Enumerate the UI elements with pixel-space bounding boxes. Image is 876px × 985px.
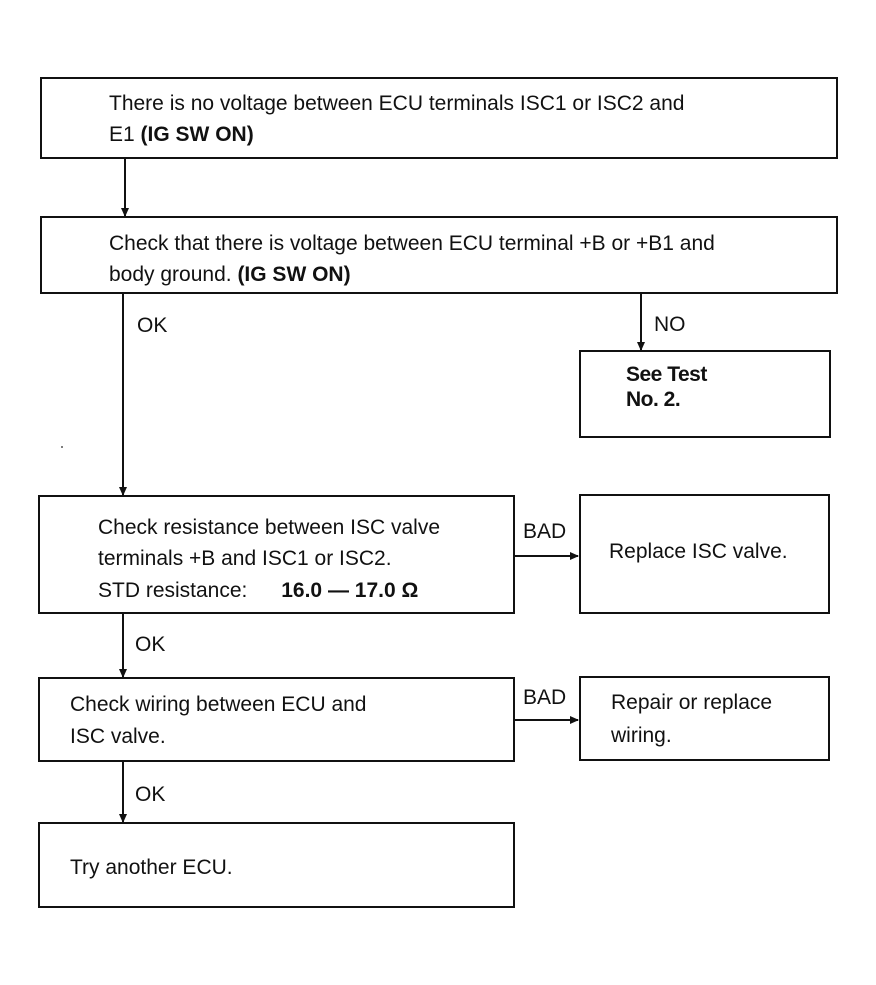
step4-line2: ISC valve. (70, 725, 166, 748)
step1-line1: There is no voltage between ECU terminal… (109, 92, 685, 115)
label-ok-1: OK (137, 314, 168, 337)
label-ok-2: OK (135, 633, 166, 656)
see-test-line2: No. 2. (626, 388, 681, 411)
see-test-line1: See Test (626, 363, 707, 386)
std-resistance-value: 16.0 — 17.0 Ω (281, 579, 419, 602)
step3-box: Check resistance between ISC valve termi… (38, 495, 515, 614)
step3-line2: terminals +B and ISC1 or ISC2. (98, 547, 392, 570)
step2-line2-text: body ground. (109, 263, 238, 286)
step2-condition: (IG SW ON) (237, 263, 351, 286)
step3-line3: STD resistance: 16.0 — 17.0 Ω (98, 574, 418, 607)
label-bad-1: BAD (523, 520, 567, 543)
repair-wiring-box: Repair or replace wiring. (579, 676, 830, 761)
step2-line2: body ground. (IG SW ON) (109, 258, 351, 291)
step2-line1: Check that there is voltage between ECU … (109, 232, 715, 255)
step3-line1: Check resistance between ISC valve (98, 516, 440, 539)
label-ok-3: OK (135, 783, 166, 806)
speck-mark (61, 446, 63, 448)
std-resistance-label: STD resistance: (98, 579, 248, 602)
see-test-box: See Test No. 2. (579, 350, 831, 438)
step4-box: Check wiring between ECU and ISC valve. (38, 677, 515, 762)
label-no-1: NO (654, 313, 686, 336)
step5-box: Try another ECU. (38, 822, 515, 908)
step4-line1: Check wiring between ECU and (70, 693, 367, 716)
step1-line2-text: E1 (109, 123, 141, 146)
replace-isc-line1: Replace ISC valve. (609, 540, 788, 563)
step2-box: Check that there is voltage between ECU … (40, 216, 838, 294)
label-bad-2: BAD (523, 686, 567, 709)
step5-line1: Try another ECU. (70, 856, 233, 879)
step1-line2: E1 (IG SW ON) (109, 118, 254, 151)
repair-wiring-line2: wiring. (611, 724, 672, 747)
replace-isc-box: Replace ISC valve. (579, 494, 830, 614)
step1-condition: (IG SW ON) (140, 123, 254, 146)
repair-wiring-line1: Repair or replace (611, 691, 773, 714)
step1-box: There is no voltage between ECU terminal… (40, 77, 838, 159)
